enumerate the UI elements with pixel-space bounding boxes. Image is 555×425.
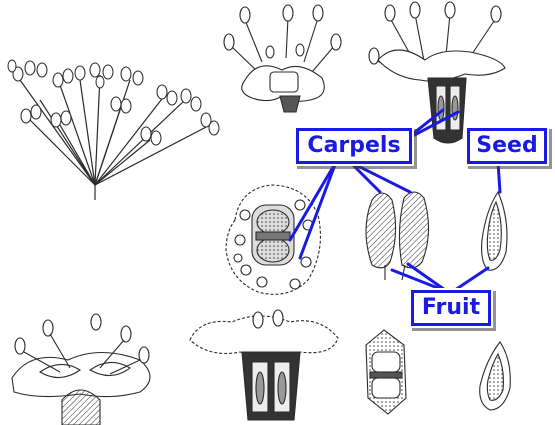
flower-drawing-top xyxy=(223,4,342,113)
fruit-drawing xyxy=(365,191,430,281)
pointer-fruit-c xyxy=(450,266,490,294)
flower-section-drawing-bottom xyxy=(189,309,339,421)
pointer-carpels-to-fruit-a xyxy=(348,160,382,194)
carpel-section-drawing xyxy=(225,184,321,295)
seed-label: Seed xyxy=(467,128,547,164)
pointer-carpels-to-fruit-b xyxy=(348,160,412,194)
fruit-section-drawing xyxy=(365,329,407,415)
seed-drawing xyxy=(481,190,508,271)
inflorescence-drawing xyxy=(7,59,220,200)
pointer-carpels-to-cross-b xyxy=(298,160,338,260)
seed-section-drawing xyxy=(479,341,511,411)
pointer-fruit-a xyxy=(390,268,450,294)
fruit-label: Fruit xyxy=(411,290,491,326)
pointer-carpels-to-cross-a xyxy=(288,160,338,242)
flower-drawing-bottom-left xyxy=(11,313,151,425)
pointer-seed xyxy=(496,160,502,194)
pointer-carpels-to-section-2 xyxy=(403,110,460,142)
carpels-label: Carpels xyxy=(296,128,412,164)
pointer-fruit-b xyxy=(406,262,450,294)
